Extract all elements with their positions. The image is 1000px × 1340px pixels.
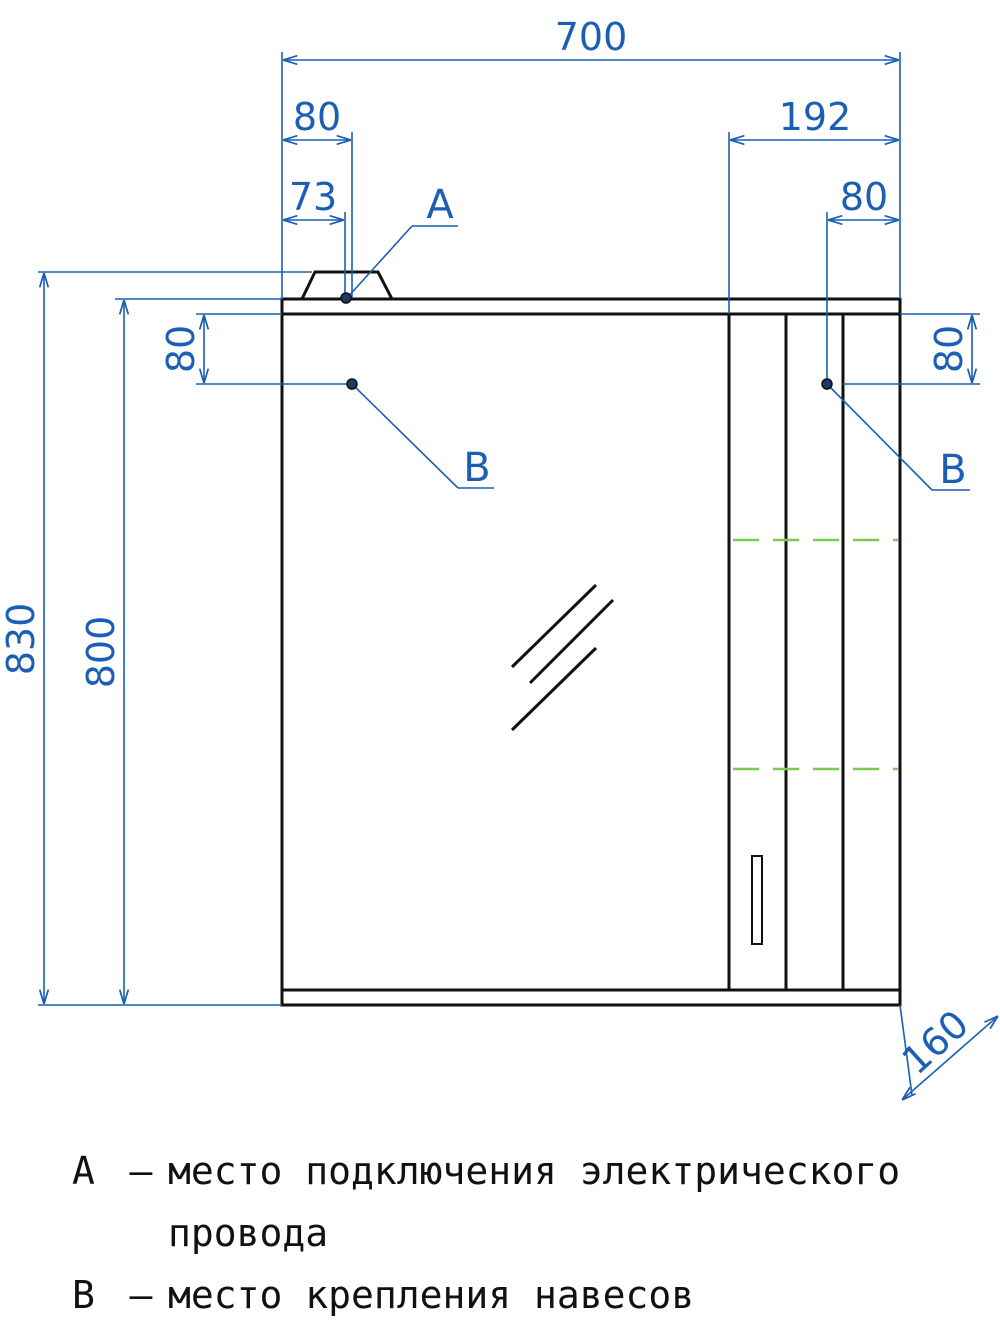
legend: A – место подключения электрического про… xyxy=(72,1140,972,1326)
legend-text-b: место крепления навесов xyxy=(168,1273,695,1317)
dim-line-160 xyxy=(902,1016,998,1100)
legend-item-a: A – место подключения электрического xyxy=(72,1140,972,1202)
top-panel xyxy=(280,297,902,316)
dim-160: 160 xyxy=(894,1002,977,1083)
mirror-glare xyxy=(510,583,615,732)
dim-80-vertical-left: 80 xyxy=(159,325,203,373)
dim-80-vertical-right: 80 xyxy=(927,325,971,373)
legend-text-a-cont: провода xyxy=(168,1211,329,1255)
legend-key-a: A xyxy=(72,1149,95,1193)
dim-830: 830 xyxy=(0,603,43,676)
cabinet-drawing: 700 80 73 192 80 830 800 80 80 160 A B B xyxy=(0,15,1000,1140)
point-b-left xyxy=(346,378,358,390)
cabinet-outline xyxy=(280,270,902,1007)
dim-80-right: 80 xyxy=(840,175,888,219)
lamp xyxy=(299,270,395,301)
legend-dash-b: – xyxy=(129,1273,153,1317)
callout-a: A xyxy=(426,182,454,228)
legend-item-b: B – место крепления навесов xyxy=(72,1264,972,1326)
leader-b-left xyxy=(351,383,459,489)
legend-text-a: место подключения электрического xyxy=(168,1149,901,1193)
point-b-right xyxy=(821,378,833,390)
legend-key-b: B xyxy=(72,1273,95,1317)
leader-b-right xyxy=(826,383,933,491)
point-a xyxy=(340,292,352,304)
dim-73: 73 xyxy=(289,175,337,219)
callout-b-left: B xyxy=(463,445,490,491)
dim-192: 192 xyxy=(779,95,852,139)
glass-shelves xyxy=(733,538,898,771)
callout-b-right: B xyxy=(939,447,966,493)
door-handle xyxy=(751,855,763,945)
anchor-points xyxy=(340,292,833,390)
dimension-lines xyxy=(38,52,998,1100)
bottom-panel xyxy=(280,988,902,1007)
dim-80-left: 80 xyxy=(293,95,341,139)
dim-700: 700 xyxy=(555,15,628,59)
dim-800: 800 xyxy=(79,616,123,689)
leader-a xyxy=(346,225,413,299)
legend-item-a-continuation: провода xyxy=(72,1202,972,1264)
legend-dash-a: – xyxy=(129,1149,153,1193)
